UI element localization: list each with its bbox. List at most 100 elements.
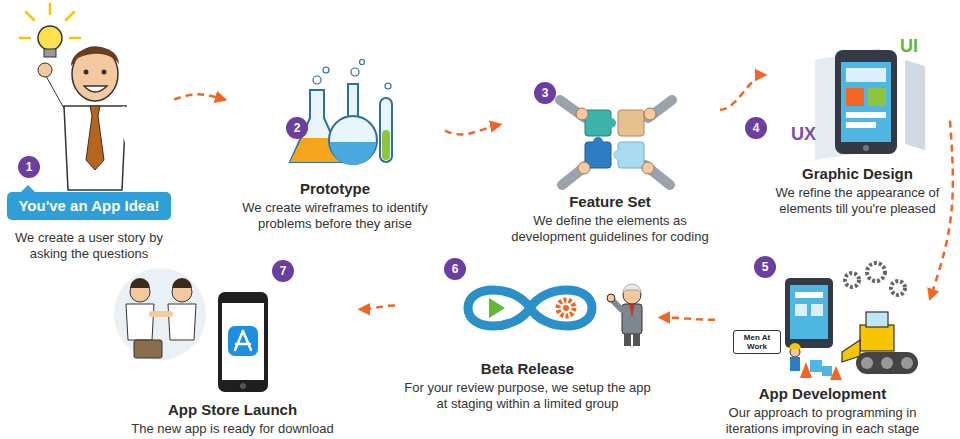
dev-site-part — [789, 343, 801, 349]
lab-flasks — [290, 60, 392, 166]
lab-flasks-part — [385, 83, 391, 89]
lab-flasks-part — [360, 60, 365, 65]
handshake-men-part — [130, 278, 150, 288]
handshake-men-part — [152, 311, 170, 317]
puzzle-hands-part — [593, 137, 603, 147]
idea-man-part — [72, 47, 118, 101]
dev-site-part — [811, 304, 823, 316]
store-phone-part — [236, 343, 250, 346]
idea-man-part — [46, 76, 66, 112]
process-step: Feature SetWe define the elements as dev… — [500, 80, 720, 245]
idea-man-part — [84, 70, 89, 75]
design-phone-part — [905, 60, 925, 150]
idea-man-part — [46, 76, 66, 112]
idea-man-part — [38, 63, 52, 77]
puzzle-hands-part — [576, 108, 656, 174]
lab-flasks-part — [323, 67, 329, 73]
idea-man-part — [38, 26, 62, 50]
dev-site-part — [849, 277, 855, 283]
puzzle-hands-part — [644, 108, 656, 120]
step-title: Beta Release — [481, 360, 574, 378]
step-description: We create wireframes to identify problem… — [228, 200, 442, 232]
flow-arrow — [720, 75, 765, 110]
step-text: Beta ReleaseFor your review purpose, we … — [395, 360, 660, 412]
dev-site-part — [861, 357, 873, 369]
dev-site-part — [856, 352, 918, 374]
step-description: Our approach to programming in iteration… — [718, 405, 927, 437]
process-step: App Store LaunchThe new app is ready for… — [105, 262, 360, 437]
dev-site-part — [849, 268, 901, 291]
puzzle-hands-part — [606, 118, 616, 128]
idea-man-part — [44, 49, 56, 57]
flow-arrow — [174, 94, 225, 99]
step-text: App Store LaunchThe new app is ready for… — [105, 401, 360, 437]
design-phone-part — [841, 62, 891, 142]
old-man-part — [623, 284, 641, 293]
step-text: PrototypeWe create wireframes to identif… — [225, 180, 445, 232]
idea-man-part — [71, 47, 119, 66]
step-description: The new app is ready for download — [131, 421, 333, 437]
dev-site-part — [810, 360, 832, 376]
old-man-part — [624, 334, 631, 346]
handshake-men-part — [168, 304, 196, 340]
dev-site-part — [881, 357, 893, 369]
lab-flasks-part — [313, 60, 391, 90]
store-phone-part — [228, 326, 258, 356]
idea-man-part — [84, 86, 107, 92]
step-text: Feature SetWe define the elements as dev… — [500, 193, 720, 245]
store-phone-part — [218, 292, 268, 392]
idea-man-part — [49, 4, 52, 14]
old-man-part — [607, 294, 615, 302]
beta-infinity-part — [563, 305, 569, 311]
step-description: We define the elements as development gu… — [503, 213, 717, 245]
dev-site-part — [845, 273, 859, 287]
lab-flasks-part — [313, 76, 321, 84]
beta-infinity-part — [468, 290, 592, 326]
design-phone-part — [846, 112, 886, 118]
handshake-men-part — [134, 340, 162, 358]
dev-site-part — [795, 292, 823, 298]
dev-site-part — [790, 357, 800, 371]
step-description: For your review purpose, we setup the ap… — [398, 380, 657, 412]
idea-man-part — [26, 12, 34, 20]
dev-site-part — [845, 263, 905, 295]
lab-flasks-part — [330, 142, 376, 165]
lab-flasks-part — [351, 68, 359, 76]
beta-infinity-part — [558, 300, 574, 316]
dev-site-part — [895, 285, 901, 291]
design-phone-part — [835, 50, 897, 154]
flow-arrow — [660, 318, 715, 320]
handshake-men-part — [126, 304, 154, 340]
callout-number: 4 — [745, 117, 767, 139]
puzzle-hands-part — [576, 108, 588, 120]
design-phone — [815, 48, 925, 160]
dev-site-part — [901, 357, 913, 369]
store-phone-part — [243, 331, 251, 350]
step-description: We refine the appearance of elements til… — [768, 185, 947, 217]
idea-man-part — [102, 70, 107, 75]
dev-site-part — [810, 360, 822, 372]
old-man-part — [629, 304, 635, 318]
design-phone-part — [846, 68, 886, 82]
store-phone — [218, 292, 268, 392]
puzzle-hands-part — [613, 150, 623, 160]
lab-flasks-part — [329, 116, 377, 164]
puzzle-hands-part — [618, 110, 644, 136]
step-title: You've an App Idea! — [7, 192, 170, 220]
handshake-men-part — [114, 268, 206, 360]
flow-arrow — [360, 306, 395, 310]
idea-man-part — [124, 112, 134, 160]
dev-site-part — [790, 285, 828, 339]
store-phone-part — [240, 383, 246, 389]
idea-man-part — [66, 12, 74, 20]
puzzle-hands-part — [642, 162, 654, 174]
store-phone-part — [222, 303, 264, 380]
sign-text: Men At Work — [733, 330, 781, 354]
handshake-men-part — [172, 278, 192, 288]
dev-site-part — [861, 357, 913, 369]
process-step: Beta ReleaseFor your review purpose, we … — [395, 262, 660, 412]
design-phone-part — [868, 88, 886, 106]
step-text: Graphic DesignWe refine the appearance o… — [765, 165, 950, 217]
dev-site-part — [891, 281, 905, 295]
